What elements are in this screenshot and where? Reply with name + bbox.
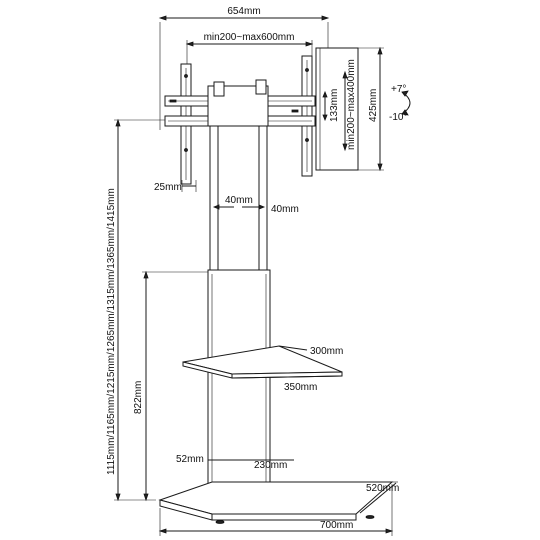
dimension-height-range: 1115mm/1165mm/1215mm/1265mm/1315mm/1365m… xyxy=(106,118,165,502)
dimension-base-depth: 520mm xyxy=(359,481,399,514)
label-bracket-width: 654mm xyxy=(227,6,260,17)
label-tilt-up: +7° xyxy=(391,84,406,95)
dimension-vesa-horizontal: min200~max600mm xyxy=(185,32,314,66)
dimension-arm-offset: 133mm xyxy=(322,89,340,122)
dimension-pole-spacing: 40mm 40mm xyxy=(212,195,299,215)
dimension-bracket-depth: 25mm xyxy=(154,180,197,193)
dimension-base-inner: 52mm 230mm xyxy=(176,450,294,471)
dimension-base-width: 700mm xyxy=(158,484,394,536)
tv-mount-bracket xyxy=(164,55,316,185)
glass-shelf xyxy=(182,345,343,379)
label-pole-right: 40mm xyxy=(271,204,299,215)
label-arm-offset: 133mm xyxy=(329,89,340,122)
dimension-shelf: 300mm 350mm xyxy=(231,345,343,393)
label-vesa-vertical: min200~max400mm xyxy=(346,59,357,150)
label-tilt-down: -10° xyxy=(389,112,407,123)
base-plate xyxy=(158,481,394,524)
label-bracket-depth: 25mm xyxy=(154,182,182,193)
label-shelf-depth: 300mm xyxy=(310,346,343,357)
label-base-offset: 52mm xyxy=(176,454,204,465)
main-column xyxy=(207,269,271,501)
tv-side-profile xyxy=(315,47,384,171)
label-vesa-horizontal: min200~max600mm xyxy=(204,32,295,43)
dimension-column-height: 822mm xyxy=(133,270,210,502)
dimension-vesa-vertical: min200~max400mm xyxy=(342,59,357,152)
dimension-bracket-width: 654mm xyxy=(158,6,330,130)
label-pole-left: 40mm xyxy=(225,195,253,206)
label-bracket-height: 425mm xyxy=(368,89,379,122)
label-base-depth: 520mm xyxy=(366,483,399,494)
label-shelf-width: 350mm xyxy=(284,382,317,393)
label-base-inner: 230mm xyxy=(254,460,287,471)
label-column-height: 822mm xyxy=(133,381,144,414)
dimension-bracket-height: 425mm xyxy=(368,46,383,172)
tilt-indicator: +7° -10° xyxy=(389,84,411,123)
label-base-width: 700mm xyxy=(320,520,353,531)
label-height-range: 1115mm/1165mm/1215mm/1265mm/1315mm/1365m… xyxy=(106,188,117,475)
